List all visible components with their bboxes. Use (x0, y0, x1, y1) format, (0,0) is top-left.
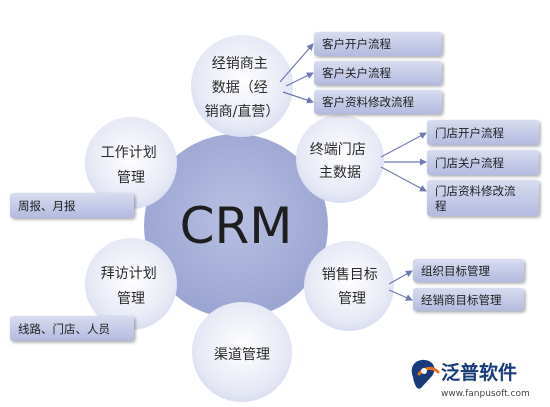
box-store-open: 门店开户流程 (427, 120, 539, 145)
node-channel-circle (192, 302, 292, 402)
node-work-plan-circle (85, 117, 177, 209)
center-circle (144, 134, 328, 318)
box-customer-close: 客户关户流程 (314, 61, 442, 85)
node-visit-plan-label: 拜访计划 管理 (101, 266, 161, 307)
box-distributor-target-bg (413, 288, 524, 311)
center-node: CRM (144, 134, 328, 318)
fanpu-logo-icon (411, 359, 440, 389)
box-customer-open-bg (314, 32, 442, 56)
box-org-target-bg (413, 259, 524, 282)
box-store-modify: 门店资料修改流 程 (427, 180, 539, 216)
box-store-open-label: 门店开户流程 (435, 126, 504, 140)
arrow-distributor-target (388, 289, 413, 301)
box-org-target: 组织目标管理 (413, 259, 524, 282)
box-store-close-bg (427, 150, 539, 175)
node-channel: 渠道管理 (192, 302, 292, 402)
box-route-store-staff: 线路、门店、人员 (10, 316, 134, 341)
box-route-store-staff-label: 线路、门店、人员 (18, 322, 110, 336)
node-distributor-label: 经销商主 数据（经 销商/直营） (205, 56, 280, 120)
box-store-close-label: 门店关户流程 (435, 156, 504, 170)
box-store-modify-label: 门店资料修改流 程 (435, 184, 519, 213)
box-customer-open: 客户开户流程 (314, 32, 442, 56)
box-customer-modify-label: 客户资料修改流程 (322, 95, 414, 109)
box-store-modify-bg (427, 180, 539, 216)
arrow-customer-close (285, 72, 314, 87)
node-visit-plan: 拜访计划 管理 (85, 238, 177, 330)
box-weekly-monthly-bg (10, 193, 134, 218)
node-sales-target-circle (304, 241, 394, 331)
node-terminal-circle (296, 115, 384, 203)
box-weekly-monthly-label: 周报、月报 (18, 199, 76, 213)
box-customer-close-label: 客户关户流程 (322, 66, 391, 80)
node-work-plan-label: 工作计划 管理 (101, 145, 161, 186)
box-customer-open-label: 客户开户流程 (322, 37, 391, 51)
box-weekly-monthly: 周报、月报 (10, 193, 134, 218)
arrow-customer-modify (282, 91, 314, 104)
fanpusoft-logo: 泛普软件 www.fanpusoft.com (411, 359, 530, 399)
node-sales-target: 销售目标 管理 (304, 241, 394, 331)
box-customer-modify: 客户资料修改流程 (314, 90, 442, 114)
logo-url: www.fanpusoft.com (441, 389, 530, 399)
box-store-open-bg (427, 120, 539, 145)
box-store-close: 门店关户流程 (427, 150, 539, 175)
box-distributor-target-label: 经销商目标管理 (421, 293, 502, 307)
box-org-target-label: 组织目标管理 (421, 264, 490, 278)
node-distributor: 经销商主 数据（经 销商/直营） (191, 35, 293, 137)
box-customer-modify-bg (314, 90, 442, 114)
arrow-customer-open (279, 43, 314, 83)
arrow-store-modify (380, 166, 427, 192)
center-label: CRM (180, 197, 293, 255)
node-work-plan: 工作计划 管理 (85, 117, 177, 209)
node-distributor-circle (191, 35, 293, 137)
node-terminal-label: 终端门店 主数据 (310, 142, 370, 181)
node-channel-label: 渠道管理 (214, 347, 270, 363)
node-sales-target-label: 销售目标 管理 (322, 267, 382, 307)
box-customer-close-bg (314, 61, 442, 85)
connector-arrows (279, 43, 427, 301)
arrow-store-open (380, 132, 427, 158)
node-terminal: 终端门店 主数据 (296, 115, 384, 203)
logo-brand-name: 泛普软件 (441, 361, 517, 384)
box-route-store-staff-bg (10, 316, 134, 341)
arrow-org-target (388, 270, 413, 285)
node-visit-plan-circle (85, 238, 177, 330)
box-distributor-target: 经销商目标管理 (413, 288, 524, 311)
